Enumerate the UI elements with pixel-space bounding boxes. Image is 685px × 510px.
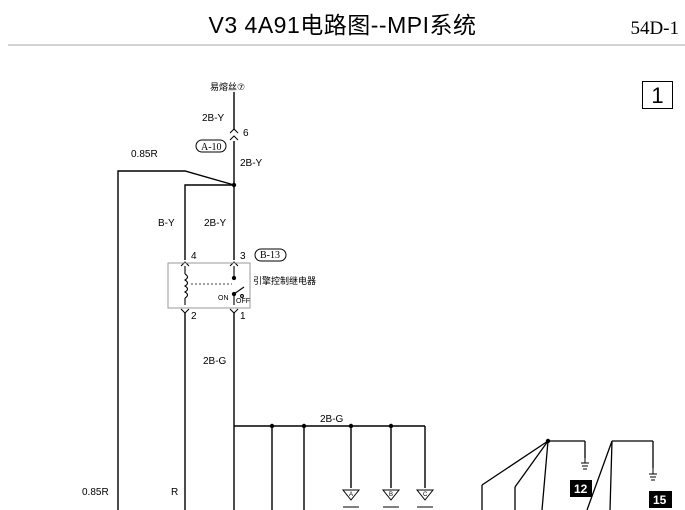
relay-top-pin-marks: [180, 261, 239, 267]
ref-box-12: [570, 480, 592, 497]
wire-label-left-outer-top: 0.85R: [131, 149, 158, 160]
bus-junctions: [269, 423, 394, 429]
right-slanted-wires: [481, 440, 654, 510]
relay-output-wires: [184, 313, 235, 510]
fuse-label: 易熔丝⑦: [210, 81, 245, 93]
left-outer-wire: [117, 170, 235, 510]
relay-off-label: OFF: [236, 298, 250, 305]
relay-pin-2: 2: [191, 311, 197, 322]
branch-arrow-a: A: [341, 489, 361, 508]
ground-icon: [581, 458, 657, 481]
page-title: V3 4A91电路图--MPI系统: [208, 12, 477, 38]
relay-pin-3: 3: [240, 251, 246, 262]
ref-number-12: 12: [574, 482, 588, 496]
relay-on-label: ON: [218, 295, 229, 302]
ref-box-15: [649, 491, 672, 508]
relay-pin-1: 1: [240, 311, 246, 322]
wire-label-relay-out: 2B-G: [203, 356, 227, 367]
relay-pin-4: 4: [191, 251, 197, 262]
branch-label-b: B: [389, 492, 393, 498]
page-code: 54D-1: [630, 18, 679, 39]
connector-a10-symbol: [229, 128, 239, 141]
wire-label-left-outer-bottom: 0.85R: [82, 487, 109, 498]
branch-label-a: A: [349, 492, 353, 498]
sheet-number: 1: [642, 81, 673, 109]
connector-a10-badge: [195, 139, 227, 153]
wire-label-left-inner-bottom: R: [171, 487, 178, 498]
relay-box: [167, 262, 251, 309]
wire-label-pin3: 2B-Y: [204, 218, 227, 229]
relay-name: 引擎控制继电器: [253, 275, 316, 287]
connector-a10-pin: 6: [243, 128, 249, 139]
connector-b13-id: B-13: [260, 250, 280, 261]
ref-number-15: 15: [653, 493, 667, 507]
branch-arrow-b: B: [381, 489, 401, 508]
right-junctions: [545, 438, 551, 444]
wire-label-after-connector: 2B-Y: [240, 158, 263, 169]
wire-label-bus: 2B-G: [320, 414, 344, 425]
branch-arrow-c: C: [415, 489, 435, 508]
relay-switch: [231, 266, 245, 305]
connector-a10-id: A-10: [201, 142, 222, 153]
connector-b13-badge: [254, 248, 287, 262]
relay-pin4-feed: [184, 184, 235, 260]
branch-label-c: C: [423, 492, 428, 498]
relay-coil: [183, 266, 189, 305]
wire-label-top-feed: 2B-Y: [202, 113, 225, 124]
wire-label-pin4: B-Y: [158, 218, 175, 229]
output-bus: [233, 425, 426, 510]
relay-bottom-pin-marks: [180, 308, 239, 314]
